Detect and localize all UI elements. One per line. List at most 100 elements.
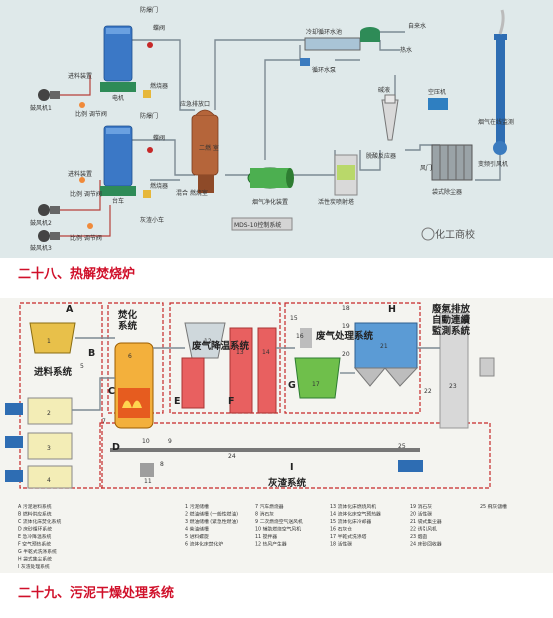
system-name-treatment: 废气处理系统 (316, 330, 374, 342)
label-compressor: 空压机 (428, 88, 446, 96)
legend-item-legend_col5-1: 20 活性碳 (410, 511, 432, 518)
equip-no-18: 18 (342, 305, 350, 312)
bag-filter-21 (354, 322, 418, 369)
equip-no-20: 20 (342, 351, 350, 358)
label-motor: 电机 (112, 94, 124, 102)
label-trolley: 台车 (112, 197, 124, 205)
legend-item-legend_letters-6: G 半乾式洗涤系统 (18, 548, 57, 555)
sludge-drying-diagram: A B C D E F G H I 进料系统 焚化系统 废气降温系统 废气处理系… (0, 298, 553, 573)
equip-no-16: 16 (296, 333, 304, 340)
label-prop-valve-mid: 比例 调节阀 (70, 190, 102, 198)
equip-no-10: 10 (142, 438, 150, 445)
truck-2 (5, 436, 23, 448)
equip-no-12: 12 (204, 338, 212, 345)
legend-item-legend_col5-2: 21 袋式集尘器 (410, 518, 442, 525)
equip-no-14: 14 (262, 349, 270, 356)
lime-silo (300, 328, 312, 348)
equip-no-24: 24 (228, 453, 236, 460)
chimney (496, 40, 505, 145)
system-letter-h: H (388, 304, 396, 315)
legend-item-legend_col2-4: 5 进料螺旋 (185, 533, 209, 540)
legend-item-legend_letters-3: D 床砂循环系统 (18, 526, 52, 533)
preheater (181, 357, 205, 409)
system-letter-a: A (66, 304, 74, 315)
legend-item-legend_col5-3: 22 诱引风机 (410, 526, 437, 533)
boundary-treatment (284, 302, 421, 414)
pyrolysis-diagram-svg: 防爆门 蝶阀 进料装置 鼓风机1 比例 调节阀 电机 燃烧器 防爆门 蝶阀 进料… (30, 6, 514, 252)
control-system-box (231, 217, 293, 231)
legend-item-legend_col4-0: 13 流体化床燃烧风机 (330, 503, 376, 510)
system-name-cooling: 废气降温系统 (192, 340, 250, 352)
legend-item-legend_col2-5: 6 流体化床焚化炉 (185, 541, 223, 548)
legend-item-legend_letters-1: B 燃料供应系统 (18, 511, 52, 518)
equip-no-23: 23 (449, 383, 457, 390)
legend-item-legend_col3-1: 8 消石灰 (255, 511, 274, 518)
induced-draft-fan (493, 141, 507, 155)
pyrolysis-incinerator-diagram: 防爆门 蝶阀 进料装置 鼓风机1 比例 调节阀 电机 燃烧器 防爆门 蝶阀 进料… (0, 0, 553, 258)
watermark-icon (421, 227, 435, 241)
label-explosion-door-mid: 防爆门 (140, 112, 158, 120)
equip-no-21: 21 (380, 343, 388, 350)
equip-no-11: 11 (144, 478, 152, 485)
legend-item-legend_col5-0: 19 消石灰 (410, 503, 432, 510)
equip-no-5: 5 (80, 363, 84, 370)
equip-no-1: 1 (47, 338, 51, 345)
legend-item-legend_letters-7: H 袋式集尘系统 (18, 556, 52, 563)
legend-item-legend_col2-3: 4 柴油储槽 (185, 526, 209, 533)
equip-no-13: 13 (236, 349, 244, 356)
tank-2-base (100, 186, 136, 196)
system-letter-e: E (174, 396, 181, 407)
legend-item-legend_letters-4: E 急冷降温系统 (18, 533, 52, 540)
system-letter-c: C (108, 386, 115, 397)
label-second-chamber: 二燃 室 (199, 144, 219, 152)
proportional-valve-bot (87, 223, 93, 229)
label-feed-device-top: 进料装置 (68, 72, 92, 80)
label-prop-valve-bot: 比例 调节阀 (70, 234, 102, 242)
legend-item-legend_col2-1: 2 燃油储槽 (一般性燃油) (185, 511, 238, 518)
air-compressor (428, 98, 448, 110)
pyrolysis-tank-2 (103, 125, 133, 187)
equip-no-9: 9 (168, 438, 172, 445)
burner-mid (143, 190, 151, 198)
legend-item-legend_col3-2: 9 二次燃烧空气送风机 (255, 518, 303, 525)
cooler-13 (229, 327, 253, 414)
label-cooling-pool: 冷却循环水池 (306, 28, 342, 36)
tank-3 (27, 432, 73, 460)
label-deacid-reactor: 脱酸反应器 (366, 152, 396, 160)
blower-2 (38, 204, 60, 216)
legend-item-legend_col4-1: 14 流体化床空气预热器 (330, 511, 381, 518)
label-blower-2: 鼓风机2 (30, 219, 52, 227)
tank-1-base (100, 82, 136, 92)
legend-item-legend_col4-2: 15 流体化床冷却器 (330, 518, 371, 525)
label-burner-mid: 燃烧器 (150, 182, 168, 190)
label-circ-pump: 循环水泵 (312, 66, 336, 74)
blower-1 (38, 89, 60, 101)
butterfly-valve-mid (147, 147, 153, 153)
equip-no-22: 22 (424, 388, 432, 395)
label-tap-water: 自来水 (408, 22, 426, 30)
label-burner-top: 燃烧器 (150, 82, 168, 90)
legend-item-legend_col3-3: 10 辅助燃烧空气风机 (255, 526, 301, 533)
sludge-diagram-svg: A B C D E F G H I 进料系统 焚化系统 废气降温系统 废气处理系… (5, 302, 507, 570)
label-emergency-outlet: 应急排放口 (180, 100, 210, 108)
label-bag-filter: 袋式除尘器 (432, 188, 462, 196)
label-hot-water: 热水 (400, 46, 412, 54)
label-ash-cart: 灰渣小车 (140, 216, 164, 224)
truck-1 (5, 403, 23, 415)
semi-dry-scrubber (294, 357, 341, 399)
caption-sludge: 二十九、污泥干燥处理系统 (18, 586, 175, 601)
caption-pyrolysis: 二十八、热解焚烧炉 (18, 267, 136, 282)
system-name-ash: 灰渣系统 (268, 477, 307, 489)
equip-no-15: 15 (290, 315, 298, 322)
watermark-text: 化工商校 (435, 228, 475, 241)
sludge-hopper (29, 322, 76, 354)
label-online-monitor: 烟气在线监测 (478, 118, 514, 126)
legend-item-legend_col4-4: 17 半乾式洗涤塔 (330, 533, 367, 540)
ash-truck (398, 460, 423, 472)
label-flue-gas-purifier: 烟气净化装置 (252, 198, 288, 206)
label-activated-carbon: 活性炭喷射塔 (318, 198, 354, 206)
ash-bin-11 (140, 463, 154, 477)
circulation-pump (300, 58, 310, 66)
label-prop-valve-top: 比例 调节阀 (75, 110, 107, 118)
label-alkali: 碱液 (378, 86, 390, 94)
